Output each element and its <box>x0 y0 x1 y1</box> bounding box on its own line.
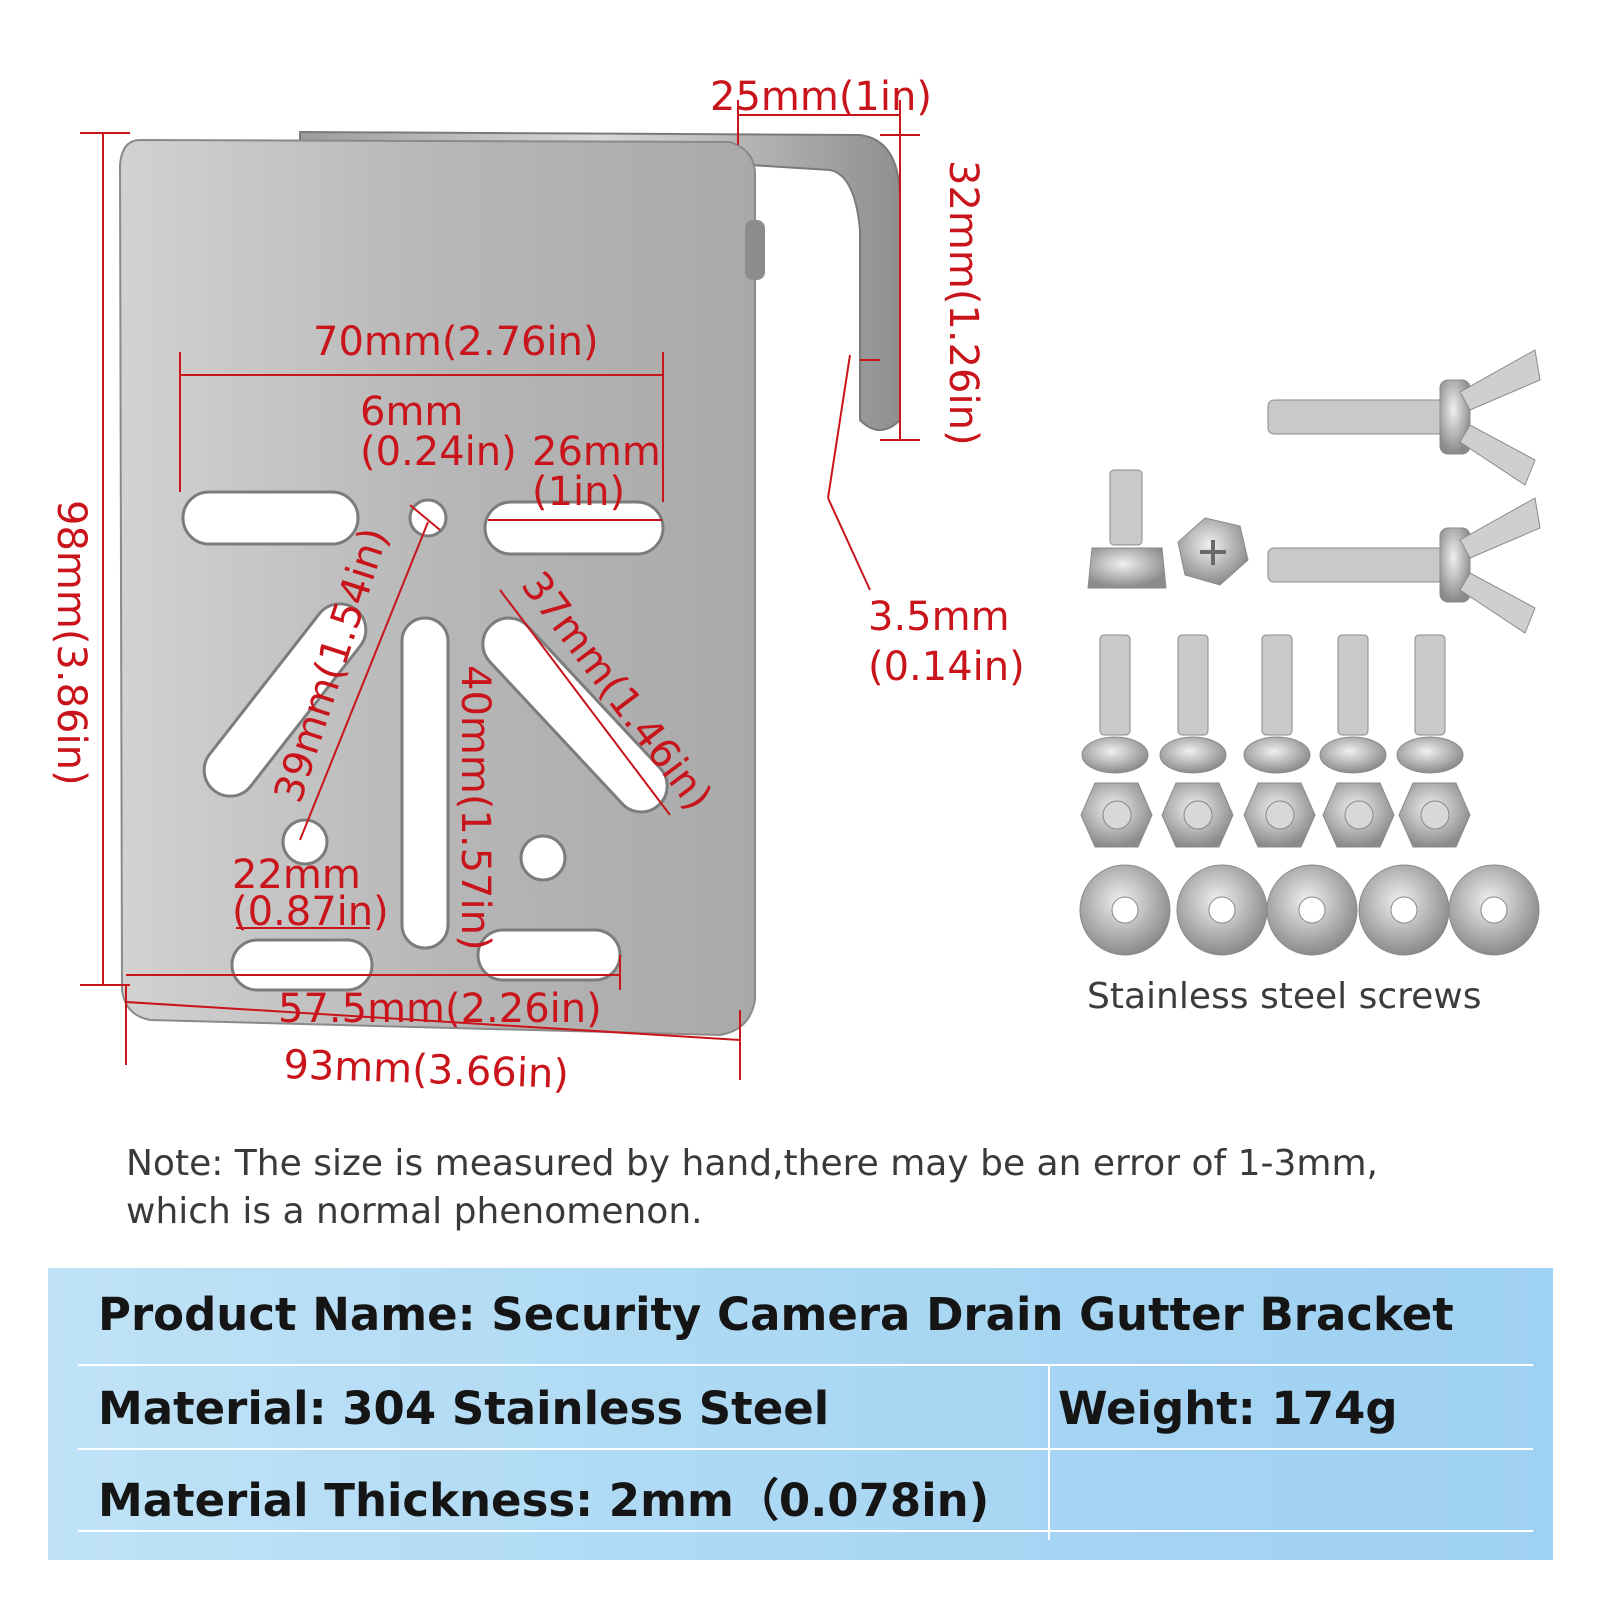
washer-icon <box>1176 864 1268 956</box>
hole-bottom-right <box>519 834 567 882</box>
hardware-caption: Stainless steel screws <box>1087 976 1481 1017</box>
dim-overall-width: 93mm(3.66in) <box>283 1042 570 1098</box>
dim-thickness-mm: 3.5mm <box>868 594 1010 640</box>
dim-center-slot: 40mm(1.57in) <box>452 665 498 951</box>
screw-row <box>1081 634 1464 774</box>
product-name: Product Name: Security Camera Drain Gutt… <box>98 1288 1454 1341</box>
hole-bottom-left <box>281 818 329 866</box>
hex-nut-icon <box>1243 782 1316 848</box>
wing-bolt-icon <box>1267 497 1541 634</box>
dim-slot-in: (1in) <box>532 469 625 515</box>
dim-bottom-span: 57.5mm(2.26in) <box>278 986 602 1032</box>
dim-bottom-slot-mm: 22mm <box>232 852 361 898</box>
washer-icon <box>1266 864 1358 956</box>
washer-icon <box>1358 864 1450 956</box>
dim-hook-height: 32mm(1.26in) <box>940 160 986 446</box>
hex-nut-icon <box>1322 782 1395 848</box>
spec-row-thickness: Material Thickness: 2mm（0.078in) <box>78 1448 1533 1532</box>
dim-hole-span: 70mm(2.76in) <box>313 319 599 365</box>
note-line-1: Note: The size is measured by hand,there… <box>126 1143 1378 1184</box>
dim-slot-mm: 26mm <box>532 429 661 475</box>
screw-icon <box>1396 634 1464 774</box>
phillips-screw-head-icon <box>1177 517 1249 586</box>
hook-screw-icon <box>745 220 765 280</box>
hole-top-center <box>408 498 448 538</box>
screw-icon <box>1243 634 1311 774</box>
nut-row <box>1080 782 1471 848</box>
material-thickness: Material Thickness: 2mm（0.078in) <box>98 1474 990 1527</box>
bracket-plate <box>118 130 901 1037</box>
washer-icon <box>1079 864 1171 956</box>
dim-small-hole-in: (0.24in) <box>360 429 517 475</box>
dim-thickness-in: (0.14in) <box>868 644 1025 690</box>
slot-diagonal-left <box>202 602 368 798</box>
dim-bottom-slot-in: (0.87in) <box>232 889 389 935</box>
slot-center-vertical <box>400 616 450 950</box>
slot-top-left <box>181 490 360 546</box>
dimension-lines <box>80 100 920 1080</box>
spec-row-material: Material: 304 Stainless Steel Weight: 17… <box>78 1364 1533 1450</box>
wing-bolt-icon <box>1267 349 1541 486</box>
slot-diagonal-right <box>481 616 669 814</box>
hex-bolt-icon <box>1087 469 1167 589</box>
slot-bottom-left <box>230 938 374 992</box>
hex-nut-icon <box>1080 782 1153 848</box>
slot-top-right <box>483 500 665 556</box>
washer-row <box>1079 864 1540 956</box>
screw-icon <box>1081 634 1149 774</box>
screw-icon <box>1319 634 1387 774</box>
slot-bottom-right <box>476 928 622 982</box>
hex-nut-icon <box>1398 782 1471 848</box>
table-divider <box>1048 1364 1050 1540</box>
note-line-2: which is a normal phenomenon. <box>126 1191 703 1232</box>
hex-nut-icon <box>1161 782 1234 848</box>
dim-top-width: 25mm(1in) <box>710 74 932 120</box>
measurement-note: Note: The size is measured by hand,there… <box>126 1140 1526 1236</box>
dim-small-hole-mm: 6mm <box>360 389 463 435</box>
hardware-set: Stainless steel screws <box>1079 349 1541 1017</box>
screw-icon <box>1159 634 1227 774</box>
washer-icon <box>1448 864 1540 956</box>
material: Material: 304 Stainless Steel <box>98 1382 830 1435</box>
spec-row-product: Product Name: Security Camera Drain Gutt… <box>78 1268 1533 1366</box>
spec-table: Product Name: Security Camera Drain Gutt… <box>48 1268 1553 1560</box>
weight: Weight: 174g <box>1058 1382 1398 1435</box>
bracket-diagram: 25mm(1in) 32mm(1.26in) 98mm(3.86in) 70mm… <box>48 74 1541 1098</box>
dim-overall-height: 98mm(3.86in) <box>48 500 94 786</box>
